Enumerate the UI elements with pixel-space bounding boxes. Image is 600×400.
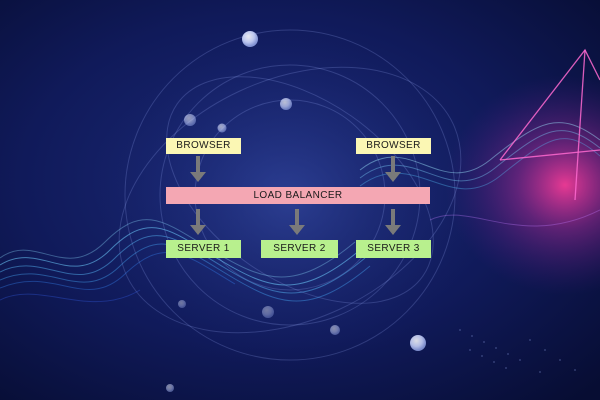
- load-balancer-box: LOAD BALANCER: [166, 187, 430, 204]
- browser-box-left: BROWSER: [166, 138, 241, 154]
- server-box-2: SERVER 2: [261, 240, 338, 258]
- browser-box-right: BROWSER: [356, 138, 431, 154]
- browser-label-right: BROWSER: [366, 140, 421, 151]
- server-box-1: SERVER 1: [166, 240, 241, 258]
- server-label-2: SERVER 2: [273, 243, 326, 254]
- browser-label-left: BROWSER: [176, 140, 231, 151]
- server-box-3: SERVER 3: [356, 240, 431, 258]
- load-balancer-label: LOAD BALANCER: [253, 190, 343, 201]
- server-label-3: SERVER 3: [367, 243, 420, 254]
- server-label-1: SERVER 1: [177, 243, 230, 254]
